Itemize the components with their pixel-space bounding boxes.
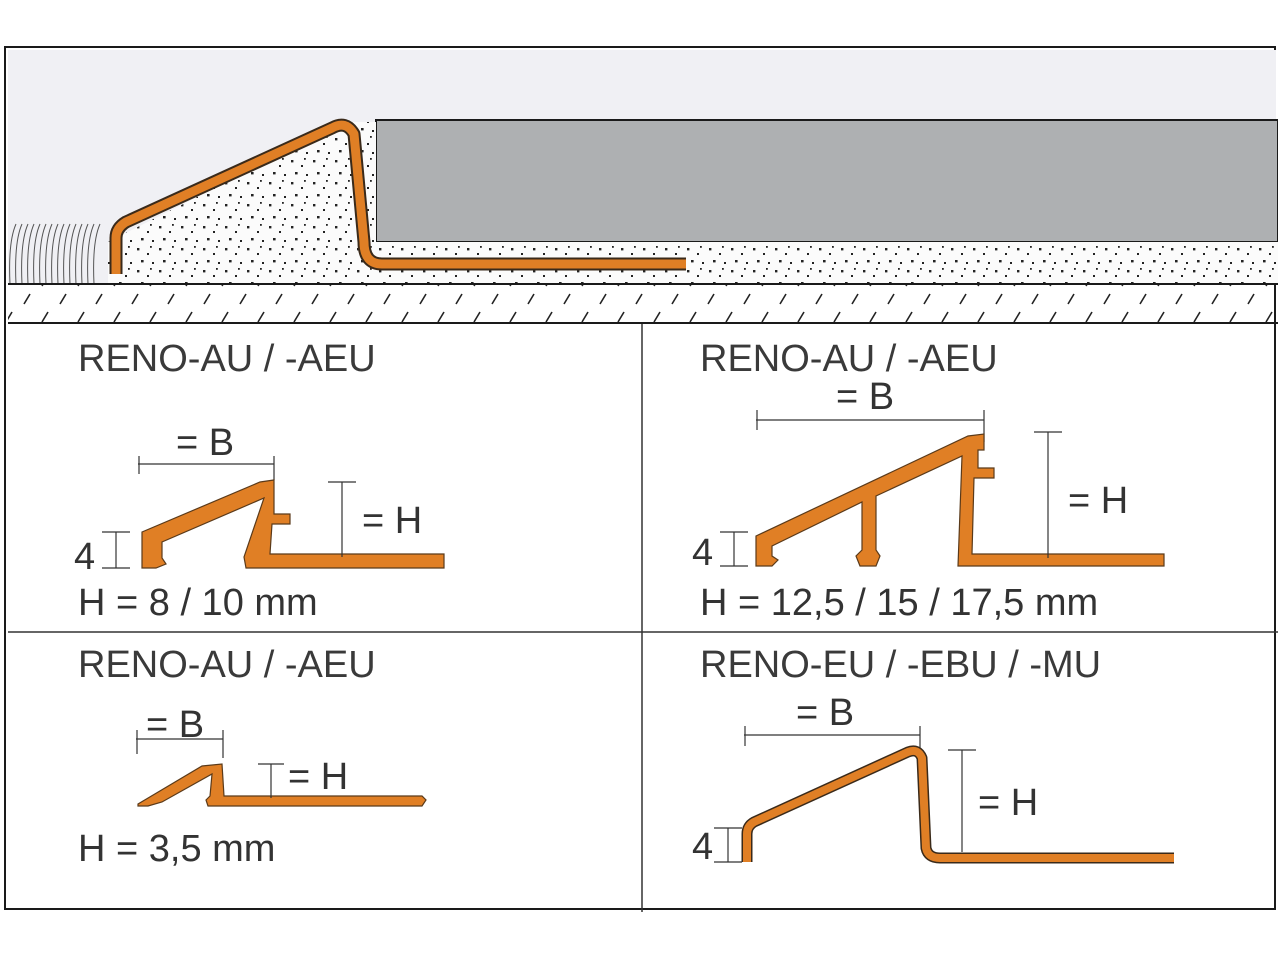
profile-panel-2 [720, 410, 1165, 567]
panel-4-width-label: = B [796, 692, 855, 734]
profile-panel-1 [102, 456, 445, 569]
panel-3-height-label: = H [288, 756, 349, 798]
panel-3-title: RENO-AU / -AEU [78, 644, 376, 686]
profile-section [111, 120, 686, 274]
panel-4-height-label: = H [978, 782, 1039, 824]
panel-1-height-label: = H [362, 500, 423, 542]
panel-1-leg-label: 4 [74, 536, 96, 578]
carpet-fibers [9, 223, 101, 285]
panel-4-title: RENO-EU / -EBU / -MU [700, 644, 1102, 686]
panel-3-width-label: = B [146, 704, 205, 746]
panel-1-width-label: = B [176, 422, 235, 464]
panel-2-title: RENO-AU / -AEU [700, 338, 998, 380]
profile-panel-3 [136, 730, 427, 807]
tile [375, 119, 1278, 243]
substrate [8, 285, 1278, 323]
profile-panel-4 [714, 726, 1174, 864]
panel-2-width-label: = B [836, 376, 895, 418]
panel-1-title: RENO-AU / -AEU [78, 338, 376, 380]
panel-2-dimension: H = 12,5 / 15 / 17,5 mm [700, 582, 1099, 624]
panel-1-dimension: H = 8 / 10 mm [78, 582, 318, 624]
diagram-frame: RENO-AU / -AEU = B = H 4 H = 8 / 10 mm R… [4, 46, 1278, 912]
panel-2-height-label: = H [1068, 480, 1129, 522]
panel-2-leg-label: 4 [692, 532, 714, 574]
adhesive-bed [108, 122, 1278, 284]
panel-3-dimension: H = 3,5 mm [78, 828, 276, 870]
panel-4-leg-label: 4 [692, 826, 714, 868]
installation-cross-section [8, 50, 1278, 324]
diagram-canvas [8, 50, 1278, 912]
